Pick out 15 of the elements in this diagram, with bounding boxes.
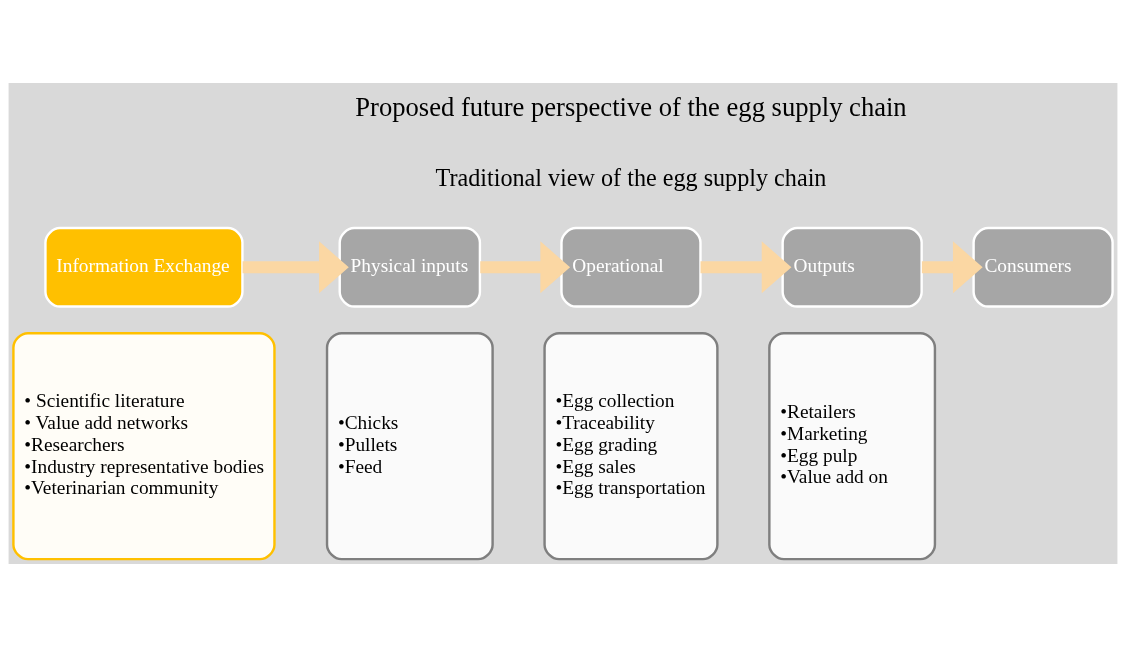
node-box: Consumers <box>972 226 1114 308</box>
node-box: Information Exchange <box>44 226 244 308</box>
label: Proposed future perspective of the egg supply chain <box>355 91 907 122</box>
arrow <box>700 240 792 293</box>
node-box: •Chicks •Pullets •Feed <box>325 331 494 560</box>
arrow <box>921 240 983 293</box>
node-box: •Retailers •Marketing •Egg pulp •Value add on <box>768 331 937 560</box>
node-box: Outputs <box>781 226 923 308</box>
node-box: •Egg collection •Traceability •Egg grading •Egg sales •Egg transportation <box>543 331 719 560</box>
node-box: Physical inputs <box>338 226 482 308</box>
arrow <box>480 240 571 293</box>
node-box: • Scientific literature • Value add networks •Researchers •Industry representative bodies •Veterinarian community <box>12 331 276 560</box>
node-box: Operational <box>560 226 702 308</box>
label: Traditional view of the egg supply chain <box>435 163 827 191</box>
arrow <box>242 240 349 293</box>
